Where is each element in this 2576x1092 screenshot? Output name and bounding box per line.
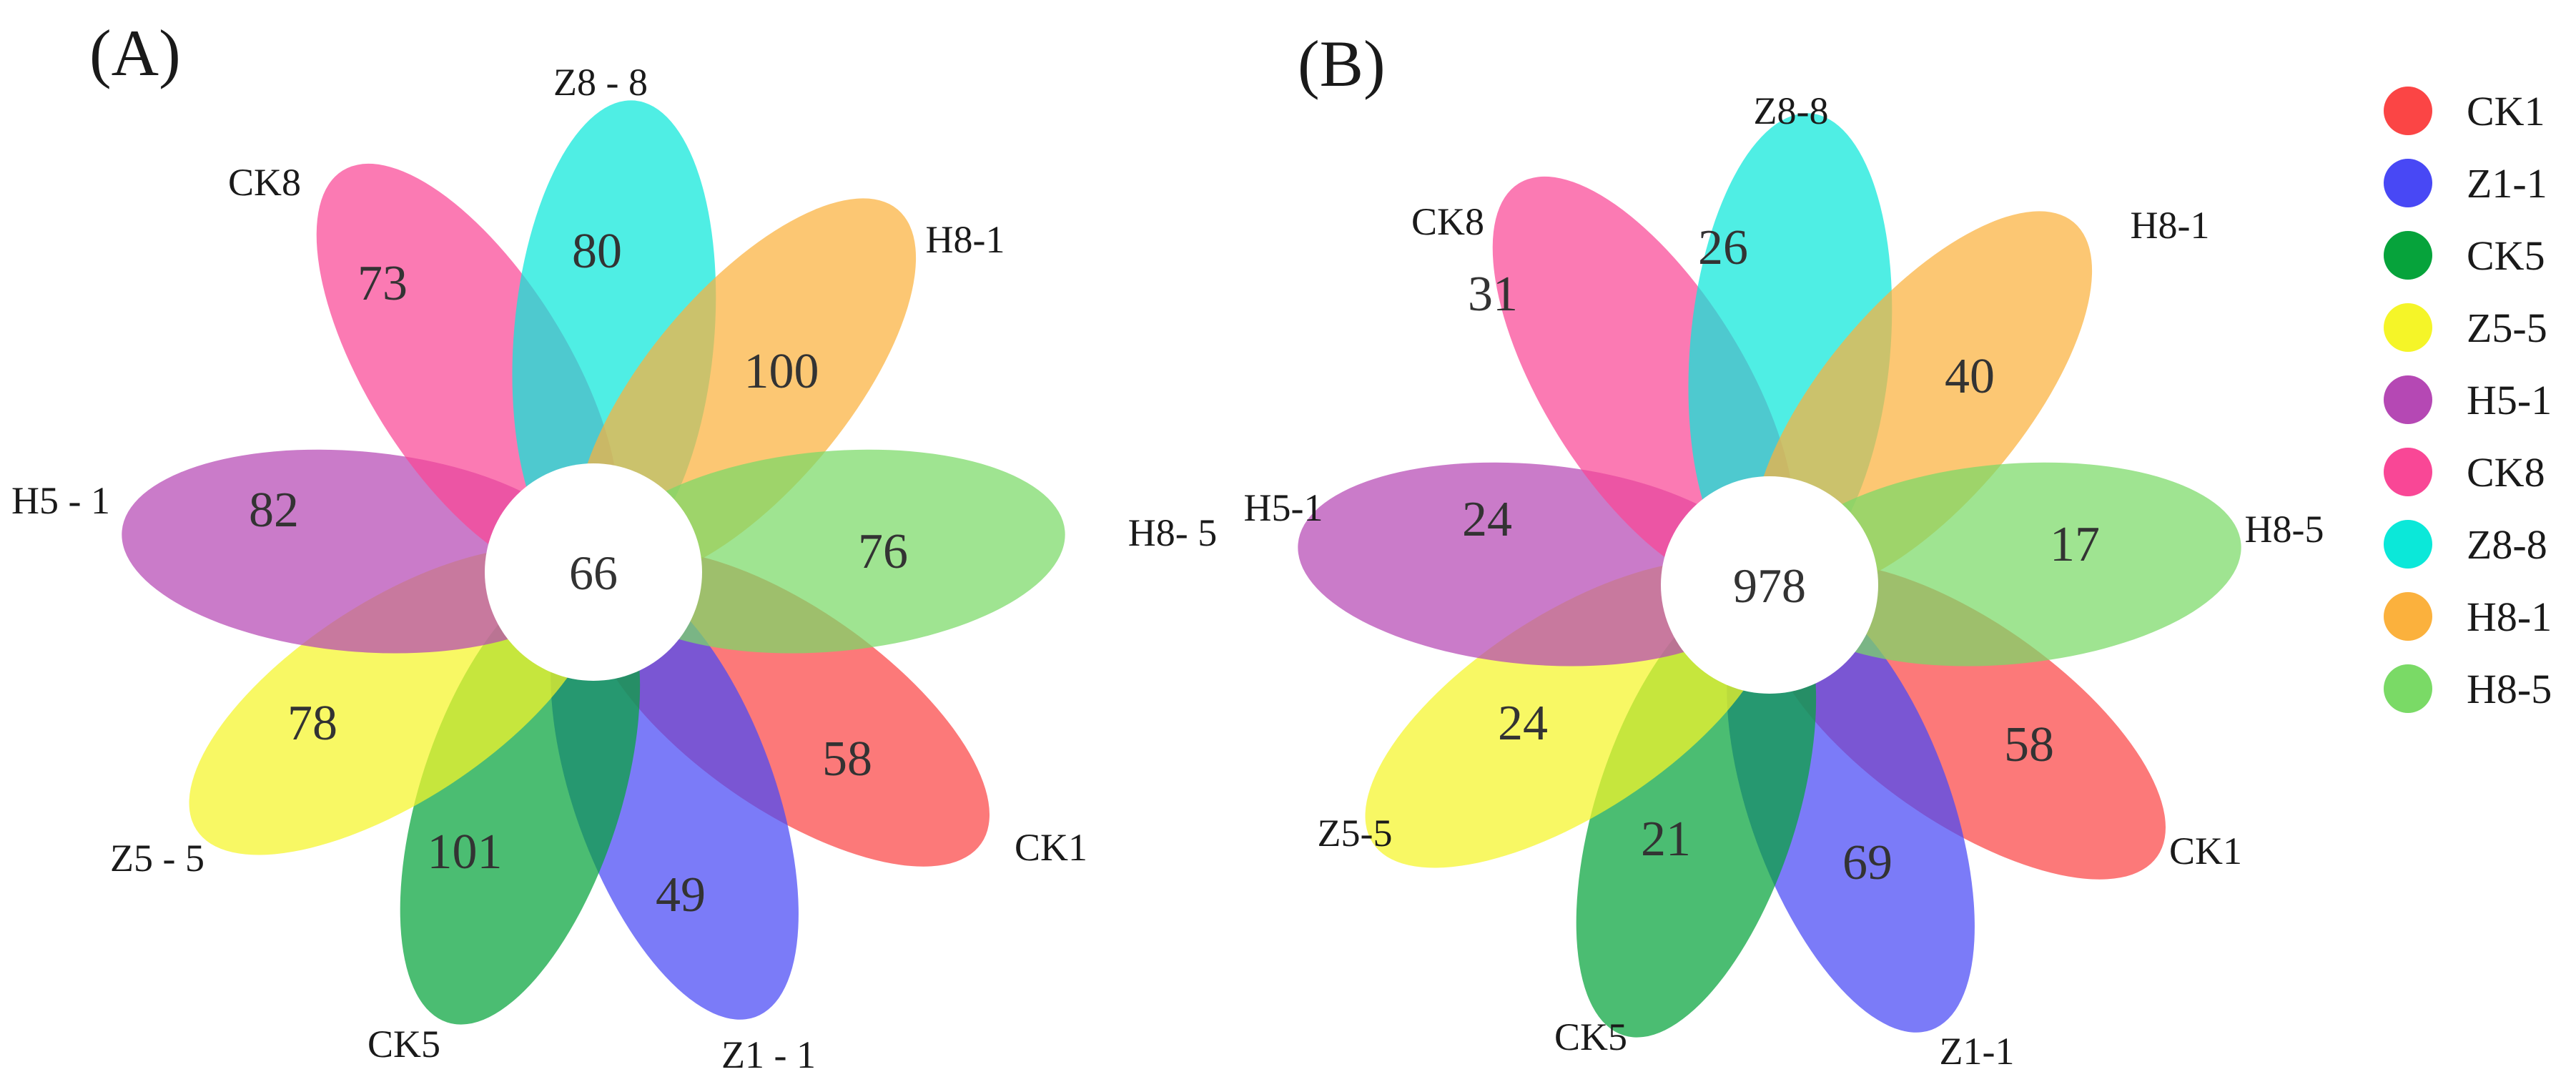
panel-b-label-ck5: CK5 <box>1554 1015 1627 1058</box>
panel-a-count-z1-1: 49 <box>656 867 706 923</box>
panel-a-label-z8-8: Z8 - 8 <box>553 61 648 104</box>
panel-b-count-ck1: 58 <box>2004 717 2054 772</box>
legend-label-z8-8: Z8-8 <box>2467 521 2547 568</box>
panel-a-petals <box>122 100 1065 1025</box>
panel-b-count-h5-1: 24 <box>1462 492 1512 547</box>
panel-b-count-z1-1: 69 <box>1842 835 1892 890</box>
panel-a-label-h8-5: H8- 5 <box>1128 511 1217 554</box>
panel-b-label-h5-1: H5-1 <box>1244 486 1323 529</box>
panel-b-count-ck8: 31 <box>1468 267 1518 322</box>
panel-a-count-ck5: 101 <box>428 825 503 880</box>
panel-b-core-count: 978 <box>1733 559 1806 613</box>
panel-b-label-h8-5: H8-5 <box>2245 508 2324 551</box>
legend-label-h8-1: H8-1 <box>2467 594 2552 640</box>
panel-b-petals <box>1298 113 2241 1038</box>
panel-b-count-ck5: 21 <box>1641 812 1691 867</box>
legend-label-ck1: CK1 <box>2467 88 2545 134</box>
legend-swatch-z5-5 <box>2384 303 2432 352</box>
panel-a-label-ck5: CK5 <box>367 1023 440 1066</box>
panel-b-label-ck8: CK8 <box>1411 200 1484 243</box>
panel-a-core-circle <box>485 463 702 681</box>
panel-b-count-z5-5: 24 <box>1498 696 1548 751</box>
panel-b-petal-h8-1 <box>1752 211 2093 596</box>
panel-a-label-z1-1: Z1 - 1 <box>721 1033 816 1076</box>
panel-a-count-ck1: 58 <box>822 732 872 787</box>
panel-a-label-h5-1: H5 - 1 <box>11 479 110 522</box>
panel-b-label: (B) <box>1298 27 1386 100</box>
legend-swatch-ck5 <box>2384 231 2432 280</box>
panel-a-label-h8-1: H8-1 <box>926 218 1005 261</box>
panel-b-count-h8-1: 40 <box>1945 349 1995 404</box>
panel-a-label: (A) <box>89 16 181 89</box>
legend-swatch-h5-1 <box>2384 375 2432 424</box>
panel-b-label-z1-1: Z1-1 <box>1940 1030 2015 1073</box>
legend-swatch-h8-5 <box>2384 664 2432 713</box>
panel-a-label-ck1: CK1 <box>1015 826 1087 869</box>
legend-swatch-z8-8 <box>2384 520 2432 569</box>
panel-a-count-z8-8: 80 <box>572 224 622 279</box>
legend-label-z5-5: Z5-5 <box>2467 305 2547 351</box>
panel-a-count-h8-1: 100 <box>744 344 819 399</box>
legend-swatch-h8-1 <box>2384 592 2432 641</box>
panel-a-count-z5-5: 78 <box>287 696 337 751</box>
panel-a-count-h8-5: 76 <box>858 524 908 579</box>
legend-swatch-ck1 <box>2384 87 2432 135</box>
panel-b-label-z5-5: Z5-5 <box>1318 812 1393 855</box>
legend-label-z1-1: Z1-1 <box>2467 160 2547 207</box>
legend-swatch-ck8 <box>2384 448 2432 496</box>
legend-label-ck5: CK5 <box>2467 232 2545 279</box>
panel-a-count-h5-1: 82 <box>249 483 299 538</box>
panel-a-label-z5-5: Z5 - 5 <box>110 837 204 880</box>
panel-b-petal-h8-5 <box>1770 462 2241 666</box>
legend-label-h8-5: H8-5 <box>2467 666 2552 712</box>
panel-a-petal-h8-5 <box>594 449 1065 654</box>
panel-b-label-ck1: CK1 <box>2169 830 2242 872</box>
panel-b-core-circle <box>1661 476 1878 694</box>
panel-a-label-ck8: CK8 <box>228 161 301 204</box>
panel-b-label-h8-1: H8-1 <box>2131 204 2210 247</box>
legend-label-h5-1: H5-1 <box>2467 377 2552 423</box>
panel-a-petal-h8-1 <box>576 198 917 583</box>
panel-a-count-ck8: 73 <box>357 256 408 311</box>
legend-swatch-z1-1 <box>2384 159 2432 207</box>
panel-b-label-z8-8: Z8-8 <box>1754 89 1829 132</box>
panel-b-count-h8-5: 17 <box>2050 517 2100 572</box>
legend-label-ck8: CK8 <box>2467 449 2545 496</box>
panel-b-count-z8-8: 26 <box>1698 220 1748 275</box>
panel-a-core-count: 66 <box>569 546 618 600</box>
